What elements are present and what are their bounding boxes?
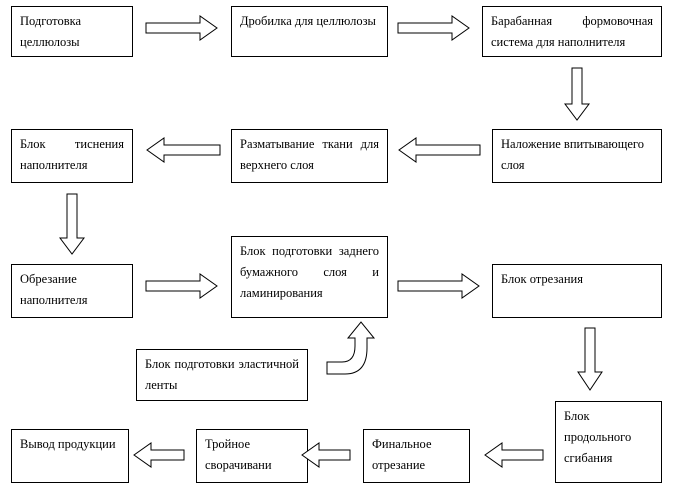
- block-arrow-left: [398, 137, 481, 163]
- node-label: Блок подготовки заднего бумажного слоя и…: [240, 244, 379, 300]
- node-label: Подготовка целлюлозы: [20, 14, 82, 49]
- node-label: Блок продольного сгибания: [564, 409, 632, 465]
- block-arrow-down: [577, 327, 603, 391]
- node-product-output: Вывод продукции: [11, 429, 129, 483]
- node-drum-forming-system: Барабанная формовочная система для напол…: [482, 6, 662, 57]
- node-filler-trimming: Обрезание наполнителя: [11, 264, 133, 318]
- node-filler-embossing: Блок тиснения наполнителя: [11, 129, 133, 183]
- node-label: Тройное сворачивани: [205, 437, 272, 472]
- block-arrow-down: [564, 67, 590, 121]
- node-label: Блок тиснения наполнителя: [20, 137, 124, 172]
- block-arrow-right: [397, 15, 470, 41]
- node-label: Дробилка для целлюлозы: [240, 14, 376, 28]
- node-absorbent-layer: Наложение впитывающего слоя: [492, 129, 662, 183]
- block-arrow-right: [145, 273, 218, 299]
- node-triple-folding: Тройное сворачивани: [196, 429, 308, 483]
- block-arrow-left: [133, 442, 185, 468]
- node-label: Разматывание ткани для верхнего слоя: [240, 137, 379, 172]
- node-label: Обрезание наполнителя: [20, 272, 88, 307]
- node-label: Наложение впитывающего слоя: [501, 137, 644, 172]
- block-arrow-left: [301, 442, 351, 468]
- node-back-layer-lamination: Блок подготовки заднего бумажного слоя и…: [231, 236, 388, 318]
- node-label: Финальное отрезание: [372, 437, 432, 472]
- block-arrow-right: [145, 15, 218, 41]
- block-arrow-left: [484, 442, 544, 468]
- node-label: Вывод продукции: [20, 437, 116, 451]
- block-arrow-left: [146, 137, 221, 163]
- node-longitudinal-folding: Блок продольного сгибания: [555, 401, 662, 483]
- curved-arrow-up: [326, 321, 376, 375]
- block-arrow-right: [397, 273, 480, 299]
- node-cellulose-preparation: Подготовка целлюлозы: [11, 6, 133, 57]
- node-elastic-tape-preparation: Блок подготовки эластичной ленты: [136, 349, 308, 401]
- node-final-cutting: Финальное отрезание: [363, 429, 470, 483]
- node-label: Блок подготовки эластичной ленты: [145, 357, 299, 392]
- node-cellulose-crusher: Дробилка для целлюлозы: [231, 6, 388, 57]
- block-arrow-down: [59, 193, 85, 255]
- node-label: Блок отрезания: [501, 272, 583, 286]
- node-cutting-block: Блок отрезания: [492, 264, 662, 318]
- node-label: Барабанная формовочная система для напол…: [491, 14, 653, 49]
- node-top-layer-unwinding: Разматывание ткани для верхнего слоя: [231, 129, 388, 183]
